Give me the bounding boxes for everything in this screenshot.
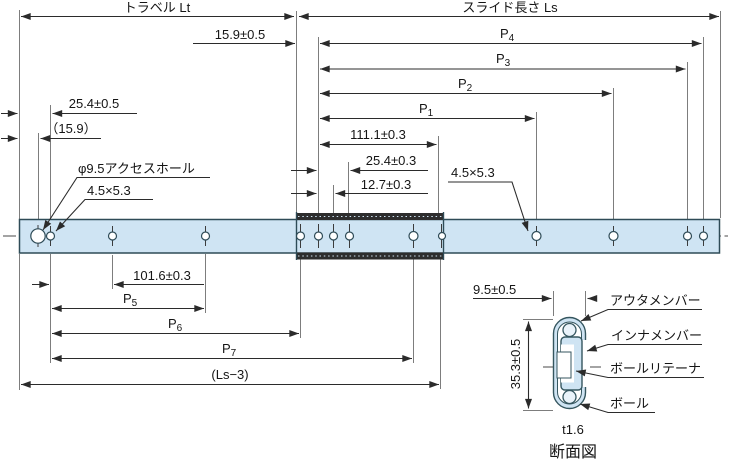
ball-retainer-label: ボールリテーナ <box>610 361 701 376</box>
dim-15-9: 15.9±0.5 <box>193 27 295 48</box>
dim-12-7: 12.7±0.3 <box>291 177 428 198</box>
dim-111-1: 111.1±0.3 <box>320 127 437 149</box>
ball-label: ボール <box>610 396 649 411</box>
ball-retainer-profile <box>556 351 572 379</box>
dim-25-4-left-label: 25.4±0.5 <box>69 96 120 111</box>
dim-12-7-label: 12.7±0.3 <box>361 177 412 192</box>
dim-p2: P2 <box>320 76 612 98</box>
dim-slot-right-label: 4.5×5.3 <box>451 165 495 180</box>
dim-101-6-label: 101.6±0.3 <box>133 268 191 283</box>
dim-travel-lt: トラベル Lt <box>21 0 294 21</box>
dim-15-9-label: 15.9±0.5 <box>215 27 266 42</box>
inner-member-label: インナメンバー <box>611 328 702 343</box>
dim-p3-label: P3 <box>496 51 511 69</box>
dim-15-9-ref-label: （15.9） <box>45 121 96 136</box>
callout-ball-retainer: ボールリテーナ <box>575 361 704 379</box>
hole-circles <box>45 230 709 242</box>
dim-section-width-label: 9.5±0.5 <box>473 282 516 297</box>
dim-ls-minus-3-label: (Ls−3) <box>211 367 248 382</box>
dim-p6: P6 <box>52 316 299 338</box>
dim-101-6: 101.6±0.3 <box>32 268 204 289</box>
dim-section-height: 35.3±0.5 <box>508 321 533 409</box>
dim-p1-label: P1 <box>419 101 434 119</box>
dim-ls-minus-3: (Ls−3) <box>21 367 439 389</box>
dim-slot-right: 4.5×5.3 <box>448 165 529 232</box>
dim-p4: P4 <box>320 26 702 48</box>
callout-outer-member: アウタメンバー <box>580 293 702 322</box>
dim-section-width: 9.5±0.5 <box>473 282 598 303</box>
dim-p4-label: P4 <box>500 26 515 44</box>
dim-111-1-label: 111.1±0.3 <box>350 127 406 142</box>
dim-p1: P1 <box>320 101 535 123</box>
dim-slide-length-ls: スライド長さ Ls <box>299 0 719 21</box>
extension-lines <box>19 10 721 411</box>
dim-p3: P3 <box>320 51 686 73</box>
dim-15-9-ref: （15.9） <box>1 121 101 143</box>
outer-member-label: アウタメンバー <box>610 293 701 308</box>
dim-25-4-inner: 25.4±0.3 <box>291 153 428 175</box>
dim-section-height-label: 35.3±0.5 <box>508 339 523 390</box>
dim-p5: P5 <box>52 291 204 313</box>
dim-25-4-inner-label: 25.4±0.3 <box>366 153 417 168</box>
dim-p7: P7 <box>52 341 412 363</box>
thickness-label: t1.6 <box>562 422 584 437</box>
dim-p7-label: P7 <box>222 341 237 359</box>
section-caption: 断面図 <box>549 443 597 461</box>
access-hole <box>30 228 46 244</box>
slide-length-label: スライド長さ Ls <box>462 0 558 15</box>
callout-access-hole: φ9.5アクセスホール <box>42 161 210 231</box>
dim-p5-label: P5 <box>123 291 138 309</box>
dim-p2-label: P2 <box>458 76 473 94</box>
callout-ball: ボール <box>579 396 655 414</box>
ball-bottom <box>562 389 577 405</box>
cross-section-view: 9.5±0.5 35.3±0.5 アウタメンバー インナメンバー ボールリテーナ… <box>473 282 704 461</box>
dim-slot-left-label: 4.5×5.3 <box>87 183 131 198</box>
dim-p6-label: P6 <box>168 316 183 334</box>
ball-top <box>562 322 577 338</box>
access-hole-label: φ9.5アクセスホール <box>78 161 195 176</box>
dim-25-4-left: 25.4±0.5 <box>1 96 137 118</box>
travel-label: トラベル Lt <box>124 0 191 15</box>
callout-inner-member: インナメンバー <box>586 328 702 352</box>
callout-slot-left: 4.5×5.3 <box>55 183 153 232</box>
